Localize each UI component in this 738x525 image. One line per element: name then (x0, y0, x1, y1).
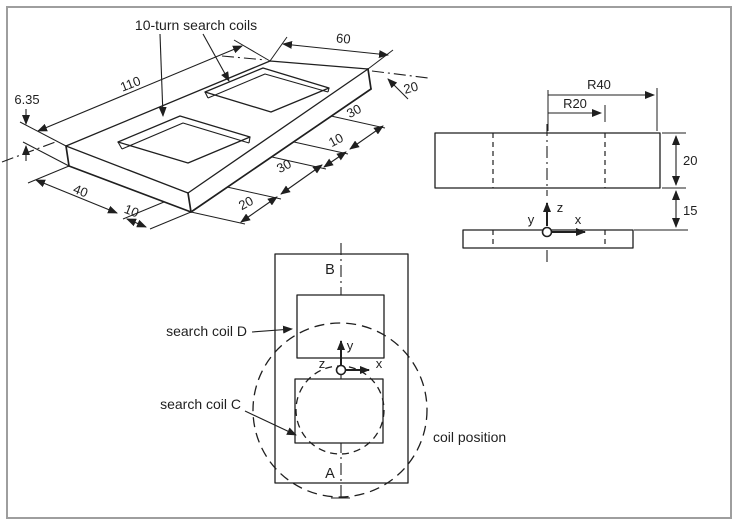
search-coil-c-label: search coil C (160, 396, 241, 412)
dim-60: 60 (269, 30, 394, 70)
leader-arrow-far-coil (202, 33, 230, 82)
search-coils-label: 10-turn search coils (135, 17, 257, 33)
origin-marker (541, 226, 553, 238)
point-a-label: A (325, 466, 335, 482)
dim-30-upper-label: 30 (344, 101, 364, 121)
dim-20-bottom-label: 20 (236, 193, 256, 213)
side-axes: z y x (528, 200, 586, 238)
z-axis-label: z (319, 356, 326, 371)
point-b-label: B (325, 262, 335, 278)
figure-border (6, 6, 732, 519)
isometric-view: 10-turn search coils 110 60 (1, 17, 429, 230)
dims-right-edge: 20 30 10 30 20 (190, 78, 420, 225)
coil-d-annotation: search coil D (166, 323, 293, 339)
dim-thickness: 6.35 (14, 92, 70, 167)
dim-40-10: 40 10 (27, 165, 192, 230)
leader-arrow-near-coil (158, 33, 167, 117)
centerline-left (1, 140, 59, 163)
side-view: R40 R20 20 15 z (434, 77, 697, 262)
x-axis-label: x (376, 356, 383, 371)
dim-110: 110 (37, 39, 271, 132)
dim-20-far-label: 20 (402, 79, 420, 97)
dim-r20: R20 (548, 96, 606, 122)
coil-c-annotation: search coil C (160, 396, 297, 436)
dim-10-front-label: 10 (122, 201, 141, 220)
dim-thickness-label: 6.35 (14, 92, 39, 107)
dim-r40: R40 (547, 77, 658, 131)
dim-15-side: 15 (634, 190, 697, 231)
y-axis-label: y (528, 212, 535, 227)
dim-10-right-label: 10 (326, 130, 346, 150)
dim-20-side: 20 (662, 132, 697, 189)
dim-r20-label: R20 (563, 96, 587, 111)
centerline-back (221, 55, 267, 61)
z-axis-label: z (557, 200, 564, 215)
x-axis-label: x (575, 212, 582, 227)
dim-40-label: 40 (71, 181, 90, 200)
dim-r40-label: R40 (587, 77, 611, 92)
dim-20-side-label: 20 (683, 153, 697, 168)
centerline-right (371, 70, 429, 79)
search-coil-d-label: search coil D (166, 323, 247, 339)
leader-arrow-coil-d (251, 325, 293, 334)
origin-marker (335, 364, 347, 376)
plan-axes: y x z (319, 338, 383, 376)
plan-view: B A y x z search coil D search coil C co… (160, 243, 506, 500)
coil-position-label: coil position (433, 429, 506, 445)
leader-arrow-coil-c (244, 410, 297, 436)
coil-position-circle (252, 322, 428, 498)
search-coil-c-rect (294, 378, 384, 444)
dim-15-side-label: 15 (683, 203, 697, 218)
dim-110-label: 110 (118, 73, 143, 94)
dim-30-lower-label: 30 (274, 156, 294, 176)
dim-60-label: 60 (336, 30, 352, 46)
y-axis-label: y (347, 338, 354, 353)
